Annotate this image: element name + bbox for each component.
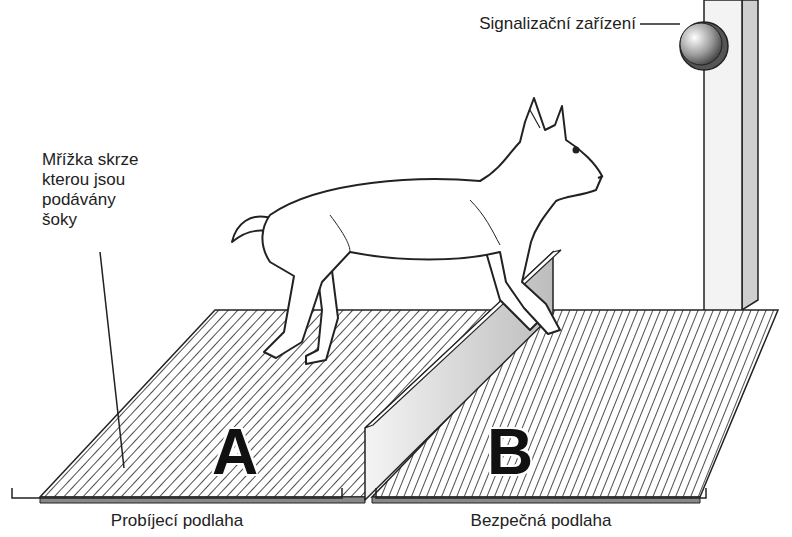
compartment-letter: B <box>487 420 533 484</box>
compartment-letter: A <box>212 420 258 484</box>
floor-label: Bezpečná podlaha <box>471 511 612 531</box>
leader-line <box>640 23 680 25</box>
device-label: Signalizační zařízení <box>479 14 636 34</box>
floor-label: Probíjecí podlaha <box>111 511 243 531</box>
bracket <box>376 488 706 498</box>
bracket <box>12 488 342 498</box>
signal-device <box>680 22 728 70</box>
grid-label: Mřížka skrze kterou jsou podávány šoky <box>42 150 154 230</box>
leader-line <box>100 252 124 468</box>
barrier <box>365 250 561 500</box>
dog-figure <box>232 98 603 364</box>
